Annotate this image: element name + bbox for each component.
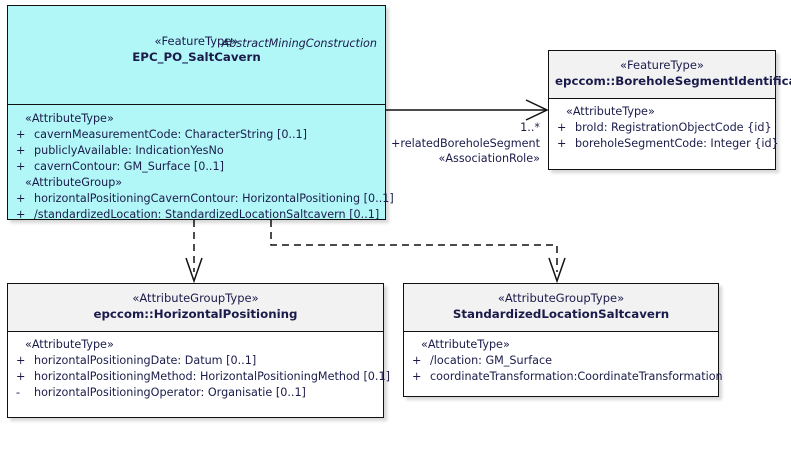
- class-box-borehole-segment-identification[interactable]: «FeatureType» epccom::BoreholeSegmentIde…: [548, 50, 791, 170]
- attribute-row: + cavernMeasurementCode: CharacterString…: [14, 127, 379, 143]
- class-body-standardized-location-saltcavern: «AttributeType» + /location: GM_Surface …: [404, 332, 723, 390]
- attribute-row: + boreholeSegmentCode: Integer {id}: [555, 136, 779, 152]
- attribute-visibility: -: [16, 386, 21, 399]
- attribute-group-stereotype: «AttributeType»: [566, 105, 655, 118]
- attribute-row: + broId: RegistrationObjectCode {id}: [555, 120, 772, 136]
- attribute-text: coordinateTransformation:CoordinateTrans…: [430, 370, 723, 383]
- attribute-text: publiclyAvailable: IndicationYesNo: [34, 144, 224, 157]
- attribute-visibility: +: [16, 354, 26, 367]
- attribute-visibility: +: [16, 160, 26, 173]
- attribute-row: + coordinateTransformation:CoordinateTra…: [410, 369, 723, 385]
- attribute-visibility: +: [557, 121, 567, 134]
- class-box-horizontal-positioning[interactable]: «AttributeGroupType» epccom::HorizontalP…: [7, 283, 390, 418]
- class-header-horizontal-positioning: «AttributeGroupType» epccom::HorizontalP…: [8, 284, 383, 332]
- attribute-text: cavernContour: GM_Surface [0..1]: [34, 160, 224, 173]
- attribute-visibility: +: [16, 370, 26, 383]
- attribute-row: - horizontalPositioningOperator: Organis…: [14, 385, 377, 401]
- attribute-group-stereotype: «AttributeType»: [421, 338, 510, 351]
- attribute-group-stereotype: «AttributeType»: [25, 112, 114, 125]
- association-stereotype: «AssociationRole»: [438, 152, 541, 165]
- attribute-visibility: +: [16, 208, 26, 221]
- attribute-visibility: +: [16, 128, 26, 141]
- attribute-group-stereotype: «AttributeGroup»: [25, 176, 123, 189]
- association-related-borehole-segment[interactable]: [386, 99, 549, 121]
- class-stereotype: «FeatureType»: [154, 34, 239, 48]
- class-header-standardized-location-saltcavern: «AttributeGroupType» StandardizedLocatio…: [404, 284, 718, 332]
- attribute-row: + publiclyAvailable: IndicationYesNo: [14, 143, 379, 159]
- class-qualifier: AbstractMiningConstruction: [221, 37, 377, 50]
- attribute-text: /location: GM_Surface: [430, 354, 553, 367]
- class-header-borehole-segment-identification: «FeatureType» epccom::BoreholeSegmentIde…: [549, 51, 791, 99]
- association-multiplicity: 1..*: [520, 121, 540, 134]
- attribute-visibility: +: [557, 137, 567, 150]
- attribute-text: horizontalPositioningMethod: HorizontalP…: [34, 370, 390, 383]
- class-header-epc-po-saltcavern: AbstractMiningConstruction «FeatureType»…: [8, 34, 385, 105]
- attribute-group-stereotype: «AttributeType»: [25, 338, 114, 351]
- attribute-text: broId: RegistrationObjectCode {id}: [575, 121, 772, 134]
- attribute-text: horizontalPositioningDate: Datum [0..1]: [34, 354, 257, 367]
- attribute-visibility: +: [412, 370, 422, 383]
- class-name: StandardizedLocationSaltcavern: [452, 307, 670, 321]
- attribute-text: horizontalPositioningOperator: Organisat…: [34, 386, 306, 399]
- class-stereotype: «AttributeGroupType»: [132, 291, 259, 305]
- attribute-text: /standardizedLocation: StandardizedLocat…: [34, 208, 380, 221]
- attribute-row: + /standardizedLocation: StandardizedLoc…: [14, 207, 379, 223]
- attribute-visibility: +: [16, 144, 26, 157]
- association-role-name: +relatedBoreholeSegment: [391, 137, 540, 150]
- attribute-row: + /location: GM_Surface: [410, 353, 712, 369]
- class-body-borehole-segment-identification: «AttributeType» + broId: RegistrationObj…: [549, 99, 779, 157]
- attribute-row: + horizontalPositioningCavernContour: Ho…: [14, 191, 394, 207]
- attribute-visibility: +: [412, 354, 422, 367]
- class-stereotype: «FeatureType»: [620, 58, 704, 72]
- attribute-row: + cavernContour: GM_Surface [0..1]: [14, 159, 379, 175]
- class-body-horizontal-positioning: «AttributeType» + horizontalPositioningD…: [8, 332, 390, 406]
- attribute-text: horizontalPositioningCavernContour: Hori…: [34, 192, 394, 205]
- attribute-row: + horizontalPositioningMethod: Horizonta…: [14, 369, 390, 385]
- class-name: epccom::HorizontalPositioning: [93, 307, 298, 321]
- class-box-epc-po-saltcavern[interactable]: AbstractMiningConstruction «FeatureType»…: [7, 5, 394, 221]
- class-box-standardized-location-saltcavern[interactable]: «AttributeGroupType» StandardizedLocatio…: [403, 283, 723, 397]
- class-stereotype: «AttributeGroupType»: [497, 291, 625, 305]
- attribute-visibility: +: [16, 192, 26, 205]
- class-body-epc-po-saltcavern: «AttributeType» + cavernMeasurementCode:…: [8, 105, 394, 245]
- class-name: EPC_PO_SaltCavern: [132, 50, 261, 64]
- attribute-text: boreholeSegmentCode: Integer {id}: [575, 137, 779, 150]
- attribute-row: + horizontalPositioningDate: Datum [0..1…: [14, 353, 377, 369]
- class-name: epccom::BoreholeSegmentIdentification: [555, 74, 791, 88]
- attribute-text: cavernMeasurementCode: CharacterString […: [34, 128, 308, 141]
